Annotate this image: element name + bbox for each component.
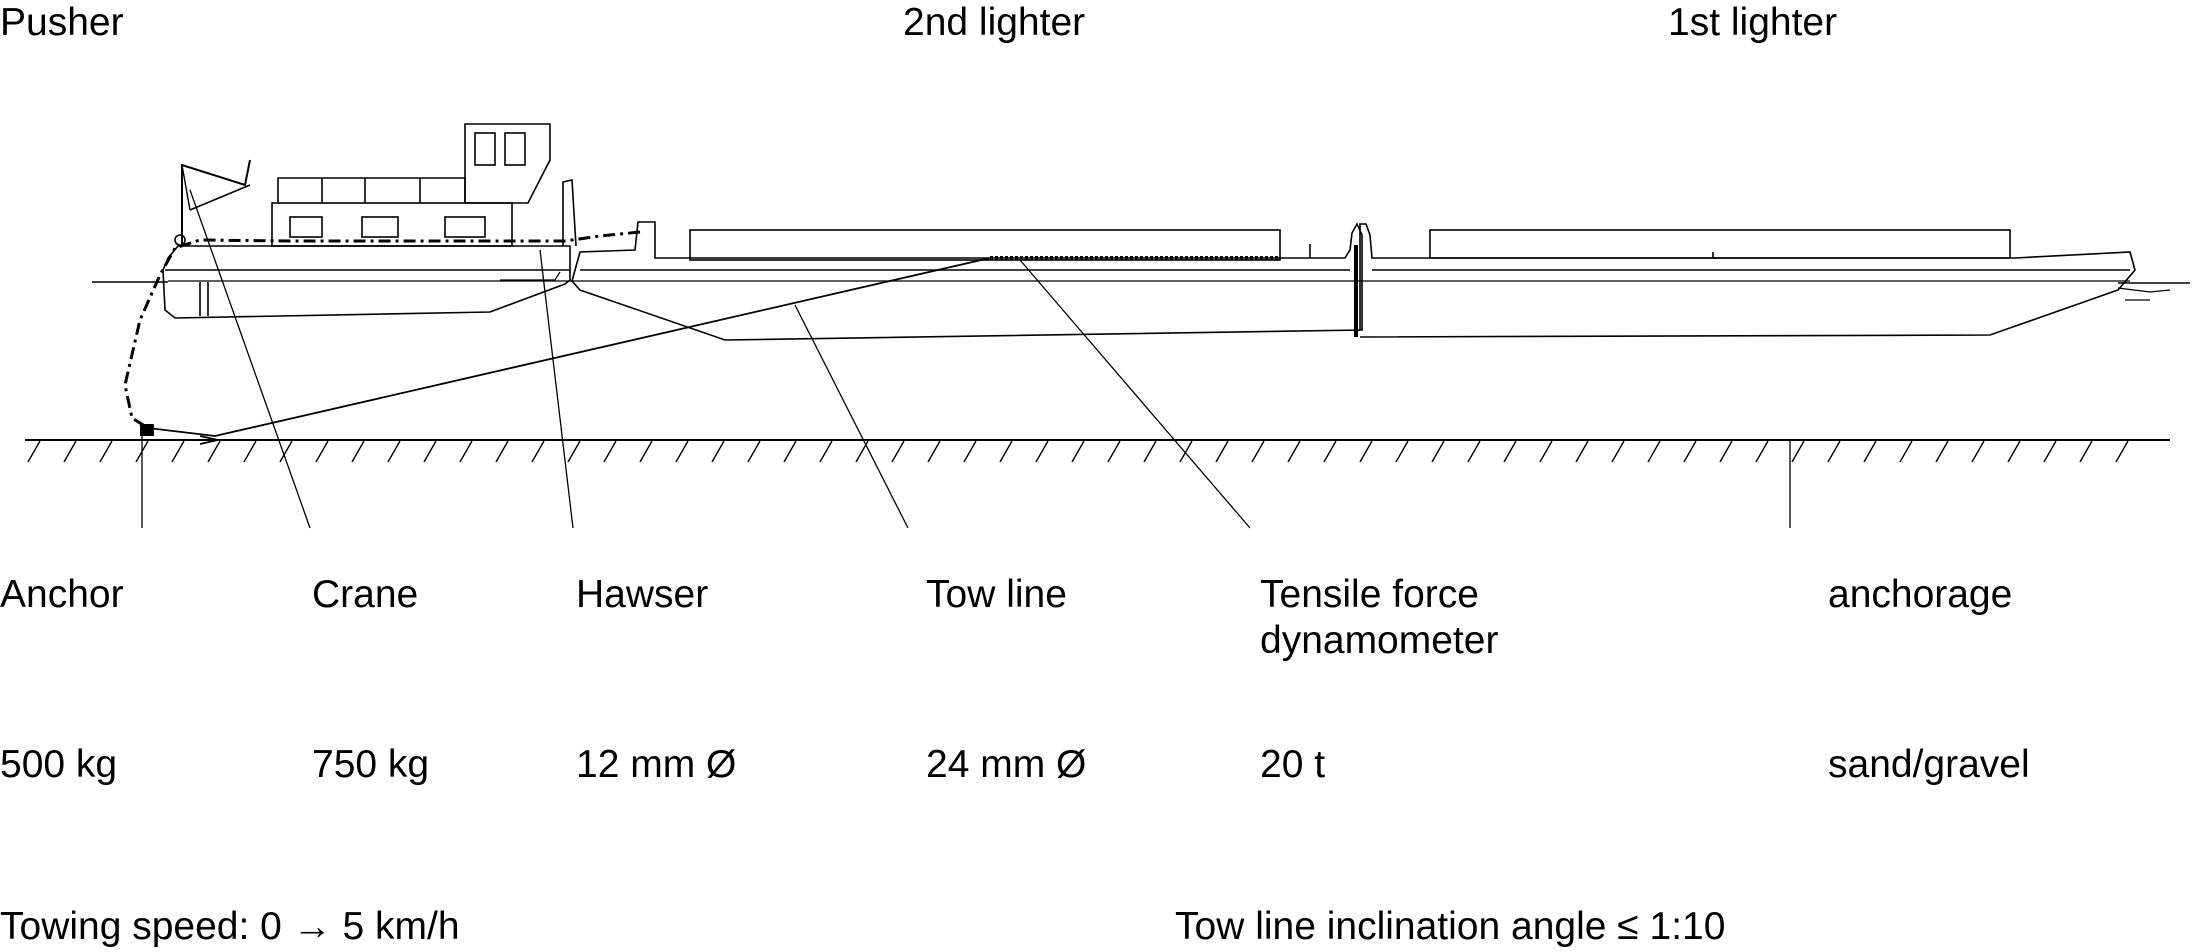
first-lighter <box>1354 223 2171 338</box>
component-spec-dynamometer: 20 t <box>1260 743 1326 786</box>
towing-speed-text: Towing speed: 0 → 5 km/h <box>0 905 460 948</box>
component-spec-anchorage: sand/gravel <box>1828 743 2030 786</box>
anchor-symbol <box>140 424 219 445</box>
hawser-line <box>123 230 641 430</box>
component-name-crane: Crane <box>312 573 419 616</box>
second-lighter-label: 2nd lighter <box>903 1 1086 44</box>
first-lighter-label: 1st lighter <box>1668 1 1838 44</box>
second-lighter <box>571 221 1363 341</box>
component-spec-crane: 750 kg <box>312 743 430 786</box>
component-name-dynamometer: Tensile force dynamometer <box>1260 573 1499 662</box>
component-name-anchorage: anchorage <box>1828 573 2013 616</box>
pusher-boat <box>162 123 577 319</box>
leader-lines <box>141 189 1791 529</box>
component-spec-hawser: 12 mm Ø <box>576 743 737 786</box>
component-spec-anchor: 500 kg <box>0 743 118 786</box>
component-name-tow-line: Tow line <box>926 573 1067 616</box>
riverbed <box>25 439 2170 463</box>
inclination-angle-text: Tow line inclination angle ≤ 1:10 <box>1175 905 1726 948</box>
pusher-label: Pusher <box>0 1 124 44</box>
water-line <box>92 280 2190 284</box>
tow-line <box>147 257 991 437</box>
component-name-anchor: Anchor <box>0 573 124 616</box>
component-name-hawser: Hawser <box>576 573 709 616</box>
component-spec-tow-line: 24 mm Ø <box>926 743 1087 786</box>
